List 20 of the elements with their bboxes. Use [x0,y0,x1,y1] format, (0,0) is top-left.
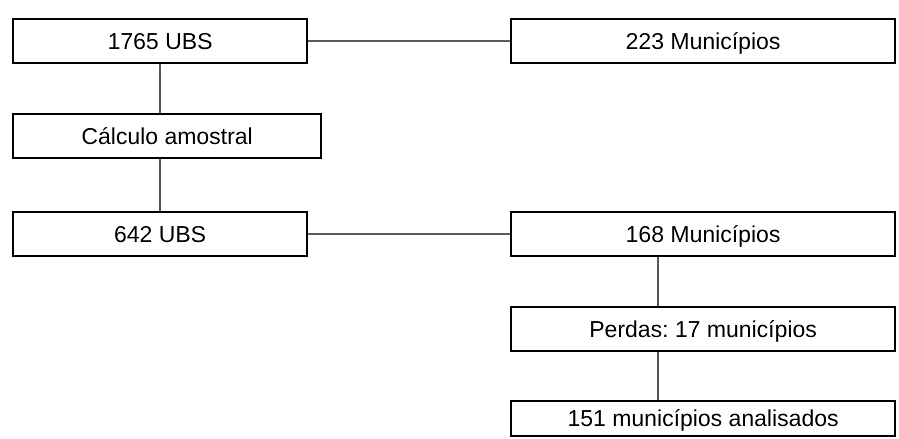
connector-line [159,64,161,113]
connector-line [657,257,659,306]
box-label: 642 UBS [114,220,206,248]
connector-line [308,233,510,235]
connector-line [657,352,659,400]
process-box [12,211,308,257]
box-label: Cálculo amostral [81,122,253,150]
process-box [12,18,308,64]
connector-line [308,40,510,42]
process-box [510,211,896,257]
process-box [510,400,896,437]
process-box [12,113,322,159]
box-label: 1765 UBS [108,28,212,54]
connector-line [159,159,161,211]
process-box [510,18,896,64]
box-label: 168 Municípios [626,220,780,248]
process-box [510,306,896,352]
box-label: 151 municípios analisados [567,405,839,432]
box-label: 223 Municípios [626,28,780,54]
box-label: Perdas: 17 municípios [589,316,817,342]
